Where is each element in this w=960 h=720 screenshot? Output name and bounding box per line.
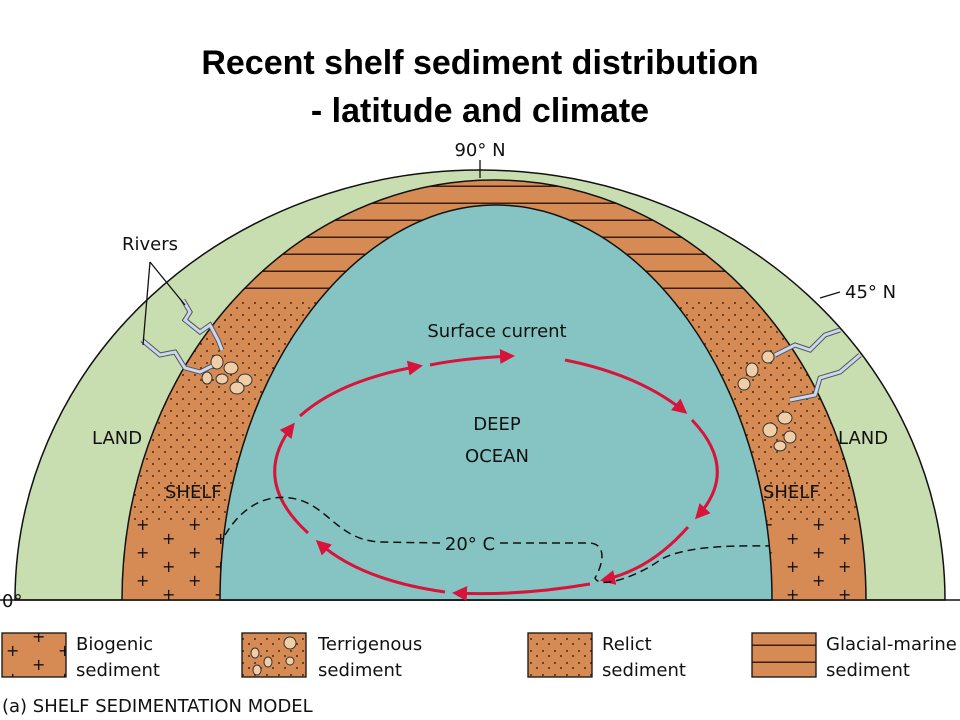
land-right-label: LAND [838, 428, 888, 449]
ocean-label-line-1: DEEP [473, 414, 521, 435]
shelf-left-label: SHELF [165, 482, 222, 503]
surface-current-arrows [273, 349, 719, 602]
rivers [140, 298, 862, 403]
legend-swatch-relict [527, 632, 593, 678]
land-left-label: LAND [92, 428, 142, 449]
surface-current-label: Surface current [427, 321, 566, 342]
legend-terrigenous-line-1: Terrigenous [317, 634, 422, 655]
title-line-2: - latitude and climate [310, 92, 650, 130]
pole-label: 90° N [454, 140, 505, 161]
isotherm-20c-line [224, 496, 771, 584]
shelf-right-label: SHELF [763, 482, 820, 503]
latitude-45-label: 45° N [845, 282, 896, 303]
legend: Biogenic sediment Terrigenous sediment R… [1, 632, 957, 681]
rivers-pointer [142, 160, 841, 346]
figure-caption: (a) SHELF SEDIMENTATION MODEL [2, 696, 313, 717]
legend-swatch-biogenic [1, 632, 67, 678]
legend-glacial-marine-line-1: Glacial-marine [826, 634, 957, 655]
legend-terrigenous-line-2: sediment [318, 660, 402, 681]
ocean-label-line-2: OCEAN [465, 446, 529, 467]
legend-swatch-glacial-marine [751, 632, 817, 678]
legend-relict-line-1: Relict [602, 634, 652, 655]
terrigenous-pebbles [201, 350, 797, 452]
rivers-label: Rivers [122, 234, 178, 255]
legend-glacial-marine-line-2: sediment [826, 660, 910, 681]
legend-relict-line-2: sediment [602, 660, 686, 681]
deep-ocean [219, 204, 773, 601]
title-line-1: Recent shelf sediment distribution [201, 44, 759, 82]
legend-biogenic-line-2: sediment [76, 660, 160, 681]
legend-biogenic-line-1: Biogenic [76, 634, 153, 655]
equator-label: 0° [2, 591, 22, 612]
isotherm-label: 20° C [445, 534, 495, 555]
